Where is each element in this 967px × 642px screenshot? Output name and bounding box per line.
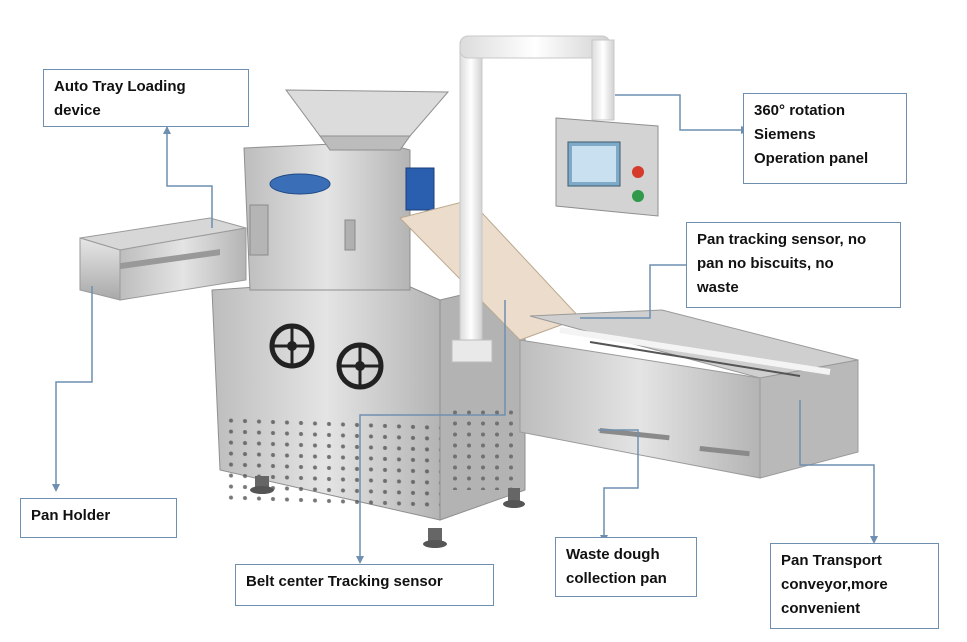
callout-pan-transport-conveyor: Pan Transport conveyor,more convenient [770, 543, 939, 629]
callout-pan-holder: Pan Holder [20, 498, 177, 538]
callout-line: convenient [781, 600, 861, 617]
upper-cabinet [243, 141, 435, 291]
callout-belt-center-tracking-sensor: Belt center Tracking sensor [235, 564, 494, 606]
callout-line: Belt center Tracking sensor [246, 573, 443, 590]
conveyor-icon [519, 309, 859, 479]
callout-line: Operation panel [754, 150, 869, 167]
callout-line: collection pan [566, 570, 667, 587]
pan-holder-conveyor [79, 217, 247, 301]
callout-line: waste [697, 279, 739, 296]
callout-line: conveyor,more [781, 576, 888, 593]
hopper-icon [284, 89, 450, 151]
callout-line: 360° rotation [754, 102, 846, 119]
callout-operation-panel: 360° rotation Siemens Operation panel [743, 93, 907, 184]
callout-line: Pan tracking sensor, no [697, 231, 867, 248]
callout-auto-tray-loading: Auto Tray Loading device [43, 69, 249, 127]
callout-pan-tracking-sensor: Pan tracking sensor, no pan no biscuits,… [686, 222, 901, 308]
callout-line: Auto Tray Loading [54, 78, 186, 95]
callout-line: Siemens [754, 126, 816, 143]
control-panel-icon [555, 117, 659, 217]
handwheel-icon [269, 323, 384, 390]
panel-support-pipe [451, 35, 615, 363]
leader-lines [55, 94, 875, 556]
callout-waste-dough-collection: Waste dough collection pan [555, 537, 697, 597]
callout-line: Pan Holder [31, 507, 111, 524]
callout-line: Pan Transport [781, 552, 882, 569]
callout-line: Waste dough [566, 546, 660, 563]
callout-line: pan no biscuits, no [697, 255, 834, 272]
callout-line: device [54, 102, 101, 119]
main-body [211, 277, 526, 548]
